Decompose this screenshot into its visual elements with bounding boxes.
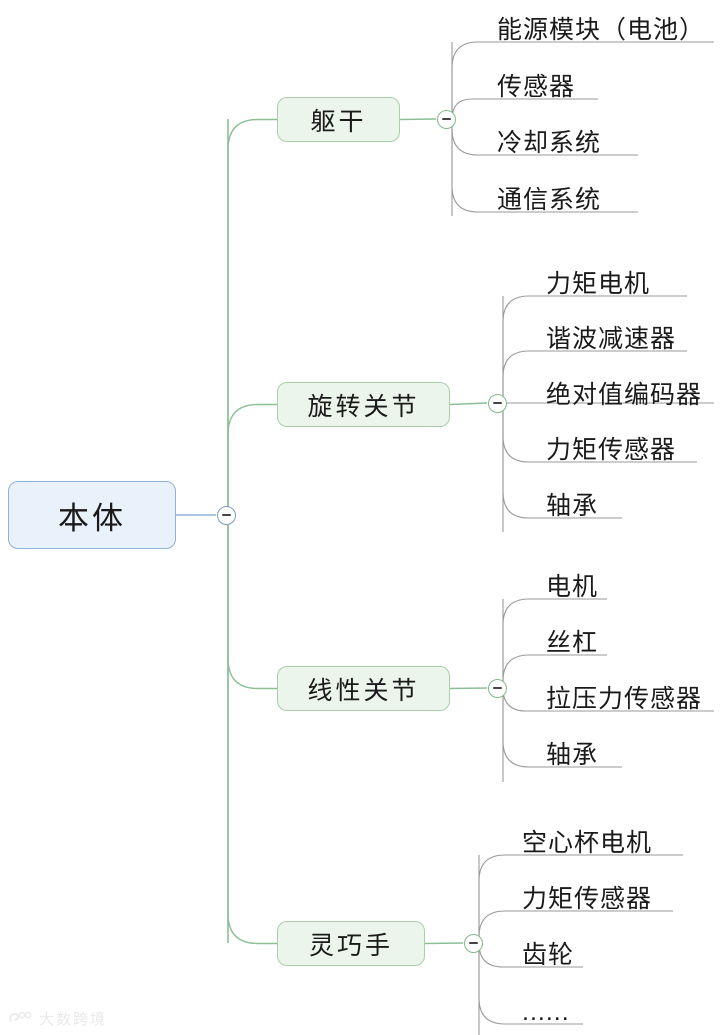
branch-collapse-toggle-3[interactable] xyxy=(487,678,507,698)
leaf-node[interactable]: 传感器 xyxy=(497,73,576,101)
leaf-node[interactable]: 力矩传感器 xyxy=(546,436,677,464)
branch-connector xyxy=(227,521,277,945)
minus-icon xyxy=(441,118,451,120)
leaf-connector xyxy=(502,654,607,688)
leaf-node[interactable]: 力矩电机 xyxy=(546,270,651,298)
branch-node-3[interactable]: 线性关节 xyxy=(277,666,450,711)
branch-connector xyxy=(227,403,277,509)
leaf-connector xyxy=(478,910,673,943)
watermark-logo-icon xyxy=(8,1010,34,1028)
leaf-node[interactable]: 力矩传感器 xyxy=(522,885,653,913)
leaf-connector xyxy=(502,350,687,403)
branch-node-4[interactable]: 灵巧手 xyxy=(277,921,425,966)
leaf-connector xyxy=(478,943,583,1025)
leaf-connector xyxy=(451,119,638,213)
leaf-node[interactable]: 拉压力传感器 xyxy=(546,685,703,713)
branch-stem xyxy=(399,118,437,121)
branch-stem xyxy=(449,687,488,690)
root-node[interactable]: 本体 xyxy=(8,481,176,549)
leaf-connector xyxy=(502,403,622,519)
leaf-connector xyxy=(502,688,622,768)
branch-collapse-toggle-4[interactable] xyxy=(463,933,483,953)
leaf-node[interactable]: 能源模块（电池） xyxy=(497,16,706,44)
leaf-node[interactable]: 绝对值编码器 xyxy=(546,381,703,409)
leaf-node[interactable]: 空心杯电机 xyxy=(522,829,653,857)
branch-collapse-toggle-2[interactable] xyxy=(487,393,507,413)
root-collapse-toggle[interactable] xyxy=(216,505,236,525)
leaf-connector xyxy=(502,295,687,403)
watermark-text: 大数跨境 xyxy=(39,1011,108,1028)
leaf-node[interactable]: 通信系统 xyxy=(497,186,602,214)
branch-stem xyxy=(424,942,464,945)
branch-node-1[interactable]: 躯干 xyxy=(277,97,400,142)
minus-icon xyxy=(468,942,478,944)
leaf-node[interactable]: ...... xyxy=(522,998,570,1026)
branch-stem xyxy=(449,402,488,406)
leaf-connector xyxy=(478,854,683,943)
minus-icon xyxy=(492,687,502,689)
leaf-node[interactable]: 齿轮 xyxy=(522,941,575,969)
leaf-node[interactable]: 冷却系统 xyxy=(497,129,602,157)
leaf-node[interactable]: 轴承 xyxy=(546,492,599,520)
minus-icon xyxy=(221,514,231,516)
watermark: 大数跨境 xyxy=(8,1008,107,1029)
leaf-node[interactable]: 谐波减速器 xyxy=(546,325,677,353)
leaf-node[interactable]: 轴承 xyxy=(546,741,599,769)
branch-collapse-toggle-1[interactable] xyxy=(436,109,456,129)
leaf-node[interactable]: 电机 xyxy=(546,573,599,601)
leaf-connector xyxy=(451,98,598,120)
branch-connector xyxy=(227,521,277,690)
leaf-node[interactable]: 丝杠 xyxy=(546,629,599,657)
leaf-connector xyxy=(451,41,714,119)
minus-icon xyxy=(492,402,502,404)
branch-node-2[interactable]: 旋转关节 xyxy=(277,382,450,427)
branch-connector xyxy=(227,118,277,509)
leaf-connector xyxy=(502,598,607,688)
